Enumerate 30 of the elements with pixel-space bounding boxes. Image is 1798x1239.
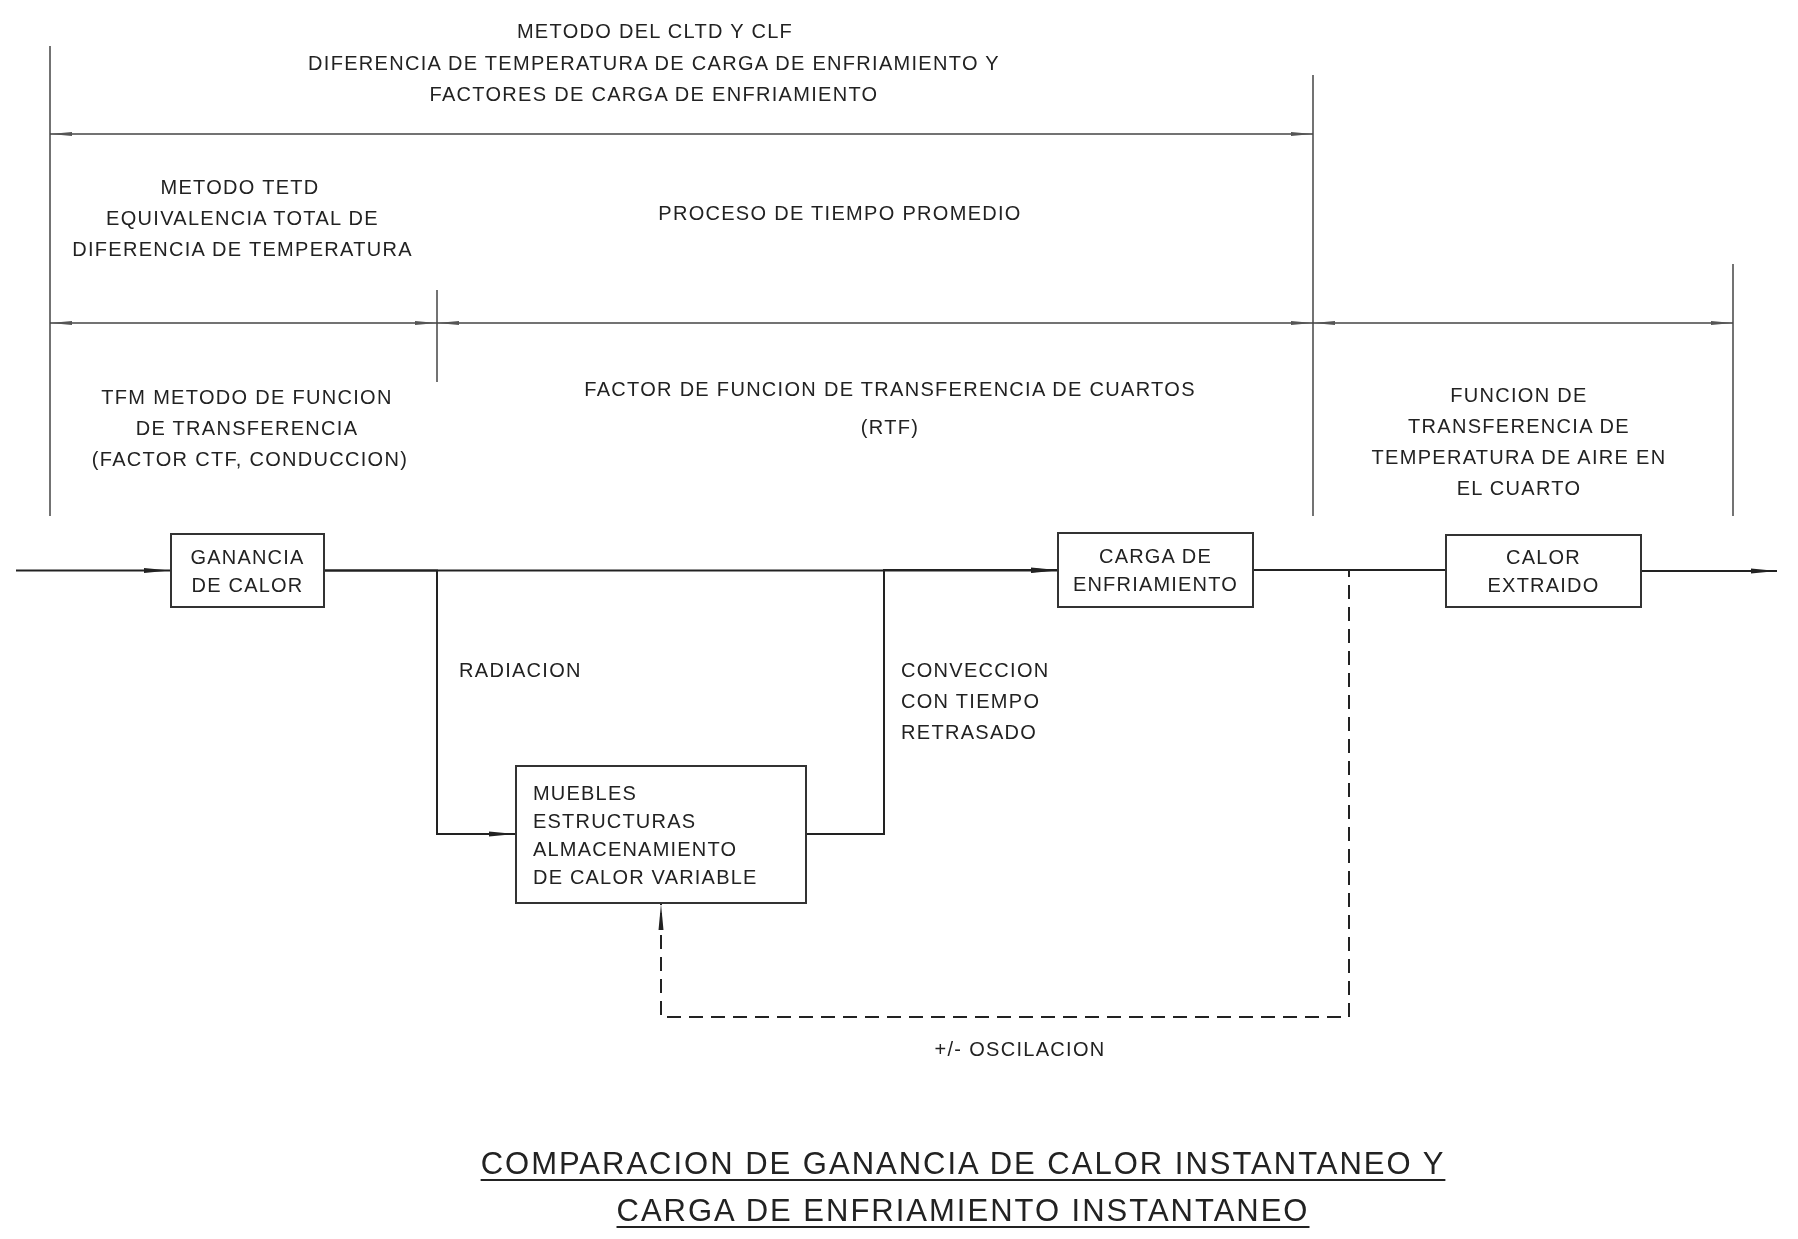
dimension-label: PROCESO DE TIEMPO PROMEDIO bbox=[657, 201, 1023, 226]
edge-label: RADIACION bbox=[459, 658, 583, 683]
caption: COMPARACION DE GANANCIA DE CALOR INSTANTANEO Y CARGA DE ENFRIAMIENTO INSTANTANEO bbox=[479, 1145, 1447, 1230]
dimension-label: DIFERENCIA DE TEMPERATURA DE CARGA DE ENFRIAMIENTO Y FACTORES DE CARGA DE ENFRIAMIENTO bbox=[307, 51, 1001, 107]
dimension-label: METODO TETD bbox=[159, 175, 321, 200]
box-text: GANANCIA DE CALOR bbox=[189, 544, 306, 598]
dimension-label: TFM METODO DE FUNCION DE TRANSFERENCIA bbox=[100, 385, 394, 441]
box-text: CALOR EXTRAIDO bbox=[1486, 545, 1601, 598]
edge-label: +/- OSCILACION bbox=[933, 1037, 1107, 1062]
dashed-arrow bbox=[658, 569, 1350, 1018]
box-text: ESTRUCTURAS bbox=[533, 808, 697, 834]
dimension-label: FUNCION DE TRANSFERENCIA DE TEMPERATURA DE AIRE EN EL CUARTO bbox=[1370, 383, 1668, 501]
box-text: MUEBLES bbox=[533, 780, 637, 806]
process-box bbox=[1445, 534, 1642, 608]
dimension-label: FACTOR DE FUNCION DE TRANSFERENCIA DE CUARTOS bbox=[583, 377, 1197, 402]
arrow bbox=[1641, 568, 1778, 574]
process-box bbox=[1057, 532, 1254, 608]
edge-label: CONVECCION CON TIEMPO RETRASADO bbox=[901, 658, 1051, 745]
dimension-label: (RTF) bbox=[859, 415, 921, 440]
box-text: ALMACENAMIENTO bbox=[533, 836, 738, 862]
arrow bbox=[806, 567, 1058, 835]
arrow bbox=[324, 569, 516, 837]
process-box bbox=[515, 765, 807, 904]
box-text: DE CALOR VARIABLE bbox=[533, 864, 758, 890]
process-box bbox=[170, 533, 325, 608]
dimension-label: (FACTOR CTF, CONDUCCION) bbox=[90, 447, 410, 472]
dimension-label: METODO DEL CLTD Y CLF bbox=[515, 19, 795, 44]
arrow bbox=[15, 568, 171, 573]
box-text: CARGA DE ENFRIAMIENTO bbox=[1071, 544, 1240, 597]
dimension-label: EQUIVALENCIA TOTAL DE DIFERENCIA DE TEMPERATURA bbox=[71, 206, 414, 262]
